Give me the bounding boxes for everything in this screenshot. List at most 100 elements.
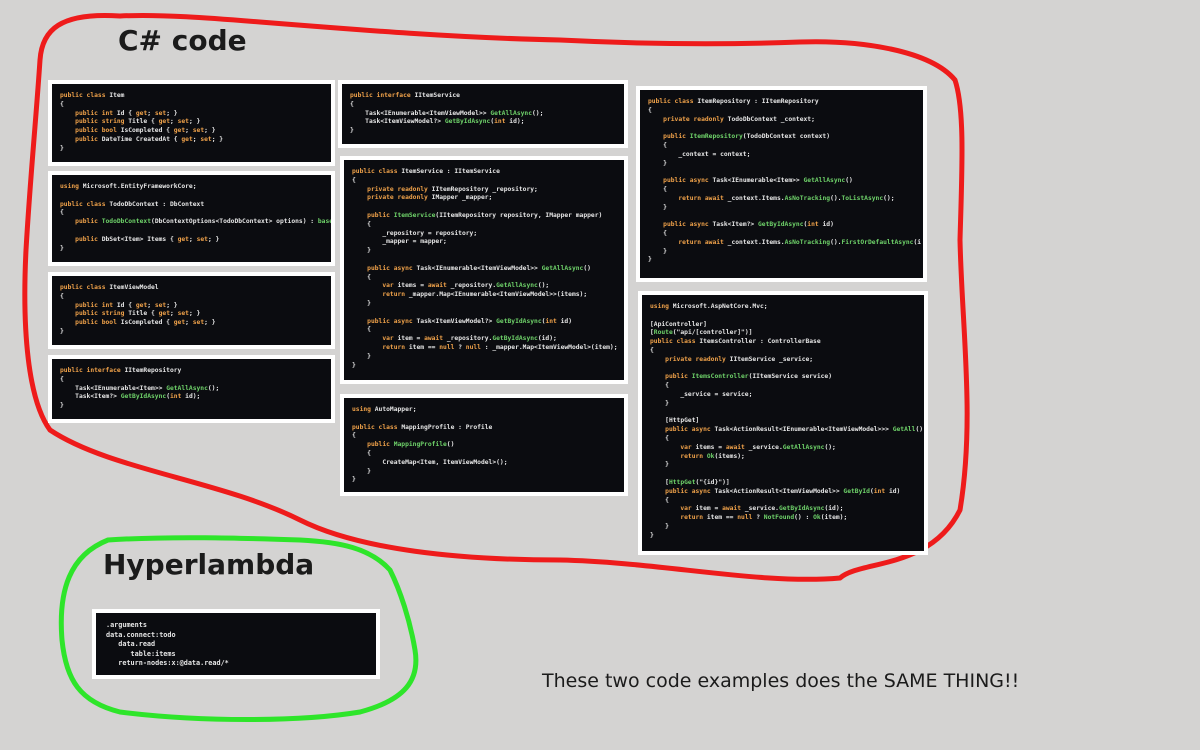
code-line: { [352, 449, 371, 457]
code-line [352, 415, 616, 424]
code-line: public async Task<ActionResult<IEnumerab… [665, 426, 924, 434]
code-line: public ItemRepository(TodoDbContext cont… [663, 133, 831, 141]
code-line: public class ItemViewModel [60, 284, 159, 291]
code-line: public async Task<ActionResult<ItemViewM… [665, 487, 901, 495]
code-line [352, 203, 616, 212]
comparison-caption: These two code examples does the SAME TH… [542, 670, 1020, 692]
code-line: using Microsoft.AspNetCore.Mvc; [650, 303, 768, 310]
code-line: var item = await _repository.GetByIdAsyn… [382, 335, 557, 343]
code-line: return Ok(items); [680, 452, 745, 460]
code-block: public class ItemService : IItemService{… [344, 160, 624, 380]
code-line [650, 409, 916, 418]
code-line: private readonly TodoDbContext _context; [663, 115, 815, 123]
code-line: } [60, 402, 64, 410]
code-line: { [648, 141, 667, 149]
code-card-item-repository: public class ItemRepository : IItemRepos… [636, 86, 927, 282]
code-line: public class ItemsController : Controlle… [650, 338, 821, 346]
code-line: } [648, 159, 667, 167]
code-line: data.connect:todo [106, 630, 176, 639]
code-block: public interface IItemService{ Task<IEnu… [342, 84, 624, 144]
code-line: return await _context.Items.AsNoTracking… [678, 238, 922, 246]
code-line: } [352, 476, 356, 484]
code-line: } [650, 522, 669, 530]
code-line [648, 168, 915, 177]
code-line: _service = service; [680, 390, 753, 398]
code-line: public DbSet<Item> Items { get; set; } [75, 235, 220, 243]
code-line: public ItemsController(IItemService serv… [665, 373, 833, 381]
code-line: public async Task<Item?> GetByIdAsync(in… [663, 221, 834, 229]
code-line: using Microsoft.EntityFrameworkCore; [60, 183, 197, 190]
code-card-mapping-profile: using AutoMapper;public class MappingPro… [340, 394, 628, 496]
code-line: return item == null ? NotFound() : Ok(it… [680, 514, 848, 522]
code-card-item-class: public class Item{ public int Id { get; … [48, 80, 335, 166]
code-line: var items = await _service.GetAllAsync()… [680, 443, 836, 451]
code-block: public class ItemRepository : IItemRepos… [640, 90, 923, 278]
code-line: public MappingProfile() [367, 441, 455, 449]
code-line: { [60, 100, 64, 108]
code-line: } [60, 144, 64, 152]
code-line: _context = context; [678, 150, 751, 158]
code-line: { [650, 346, 654, 354]
code-line: } [352, 361, 356, 369]
code-line: CreateMap<Item, ItemViewModel>(); [382, 458, 508, 466]
csharp-heading: C# code [118, 24, 247, 57]
code-line: { [650, 496, 669, 504]
code-card-todo-db-context: using Microsoft.EntityFrameworkCore; publ… [48, 171, 335, 266]
code-line: [HttpGet("{id}")] [650, 478, 730, 486]
code-line: public DateTime CreatedAt { get; set; } [75, 135, 224, 143]
code-line: } [650, 461, 669, 469]
code-block: using Microsoft.EntityFrameworkCore; publ… [52, 175, 331, 262]
code-line: } [352, 299, 371, 307]
code-line: Task<ItemViewModel?> GetByIdAsync(int id… [365, 118, 525, 126]
code-line: public string Title { get; set; } [75, 310, 201, 318]
code-line: } [650, 531, 654, 539]
code-line [648, 212, 915, 221]
code-line: } [60, 244, 64, 252]
code-line: } [648, 247, 667, 255]
code-line: { [352, 326, 371, 334]
code-line [352, 256, 616, 265]
code-line [650, 312, 916, 321]
code-line: { [650, 382, 669, 390]
code-line: { [650, 434, 669, 442]
code-line: Task<Item?> GetByIdAsync(int id); [75, 393, 201, 401]
code-card-iitem-service: public interface IItemService{ Task<IEnu… [338, 80, 628, 148]
code-line: public async Task<IEnumerable<ItemViewMo… [367, 264, 591, 272]
code-line: [ApiController] [650, 320, 707, 328]
code-line: { [648, 106, 652, 114]
code-line: _mapper = mapper; [382, 238, 447, 246]
code-line: public async Task<IEnumerable<Item>> Get… [663, 177, 853, 185]
code-line: { [60, 375, 64, 383]
code-line: public class MappingProfile : Profile [352, 423, 493, 431]
code-line: public string Title { get; set; } [75, 118, 201, 126]
code-line: return-nodes:x:@data.read/* [106, 659, 229, 668]
code-line: public TodoDbContext(DbContextOptions<To… [75, 218, 331, 226]
code-line: } [650, 399, 669, 407]
code-line: public bool IsCompleted { get; set; } [75, 319, 216, 327]
code-line: { [648, 185, 667, 193]
code-line: { [648, 229, 667, 237]
code-line: var items = await _repository.GetAllAsyn… [382, 282, 550, 290]
code-line [60, 227, 323, 236]
code-line: var item = await _service.GetByIdAsync(i… [680, 505, 844, 513]
code-line: public class TodoDbContext : DbContext [60, 200, 205, 208]
code-line: } [60, 327, 64, 335]
code-line: public bool IsCompleted { get; set; } [75, 127, 216, 135]
code-line: { [352, 273, 371, 281]
code-block: public class ItemViewModel{ public int I… [52, 276, 331, 345]
code-line: { [60, 209, 64, 217]
code-line: Task<IEnumerable<ItemViewModel>> GetAllA… [365, 109, 544, 117]
code-line: } [350, 127, 354, 135]
code-line: { [352, 176, 356, 184]
code-line: public class ItemService : IItemService [352, 168, 500, 175]
code-line [352, 309, 616, 318]
hyperlambda-heading: Hyperlambda [103, 548, 315, 581]
code-line: public ItemService(IItemRepository repos… [367, 211, 603, 219]
code-card-item-view-model: public class ItemViewModel{ public int I… [48, 272, 335, 349]
code-line: } [648, 256, 652, 264]
code-line: public async Task<ItemViewModel?> GetByI… [367, 317, 572, 325]
code-line: { [352, 220, 371, 228]
code-line: { [60, 292, 64, 300]
code-card-items-controller: using Microsoft.AspNetCore.Mvc; [ApiContr… [638, 291, 928, 555]
code-line: return _mapper.Map<IEnumerable<ItemViewM… [382, 291, 588, 299]
